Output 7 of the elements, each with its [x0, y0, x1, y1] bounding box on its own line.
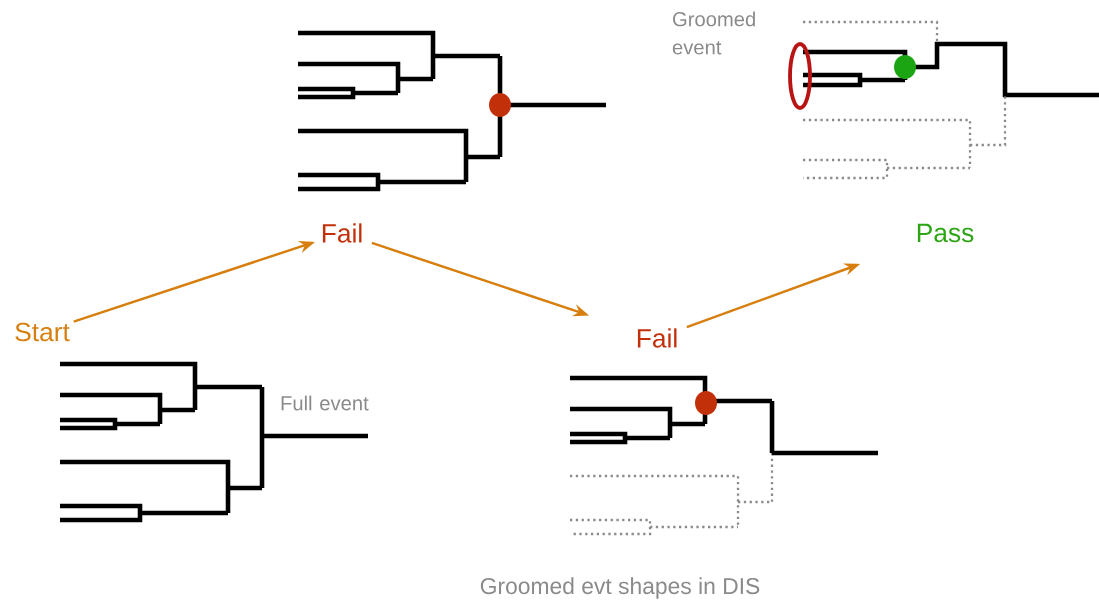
- text-label: Groomed event: [672, 11, 755, 55]
- status-label: Fail: [637, 328, 677, 348]
- status-label: Start: [15, 322, 70, 342]
- caption: Groomed evt shapes in DIS: [480, 577, 760, 599]
- text-label: Full event: [281, 395, 369, 411]
- status-label: Pass: [917, 223, 974, 243]
- status-label: Fail: [322, 223, 362, 243]
